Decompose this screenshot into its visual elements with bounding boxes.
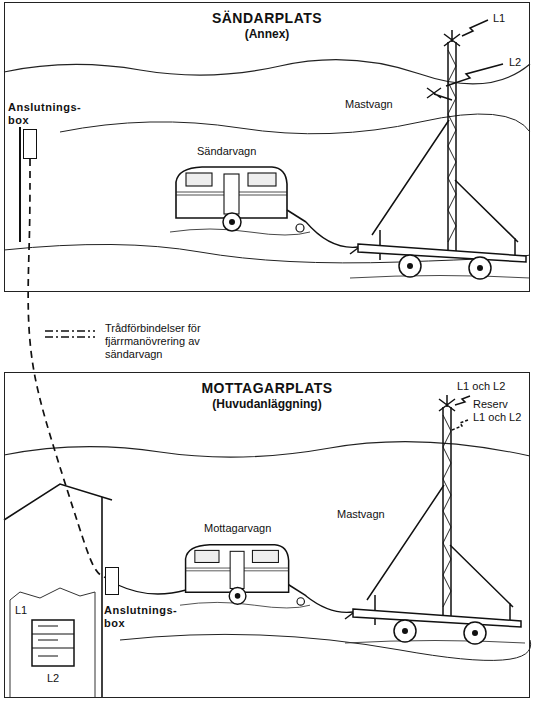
link-label: L2: [46, 672, 60, 685]
site-panel: MOTTAGARPLATS(Huvudanläggning) Anslutning…: [4, 372, 530, 698]
legend-line: [45, 330, 95, 331]
mast-trailer: [350, 30, 530, 279]
control-wire: [28, 159, 105, 578]
legend-sample: [45, 322, 95, 344]
wall-post: [19, 126, 21, 242]
building-roof: [4, 484, 112, 520]
box-label: Anslutnings- box: [8, 101, 81, 127]
box-label: Anslutnings- box: [104, 604, 177, 630]
legend-line: [45, 336, 95, 337]
cable: [118, 585, 186, 594]
vehicle-label: Sändarvagn: [196, 145, 257, 158]
vehicle-label: Mottagarvagn: [203, 522, 272, 535]
legend-text: Trådförbindelser för fjärrmanövrering av…: [105, 322, 201, 361]
cutaway-room: [10, 588, 95, 698]
equipment-rack: [32, 620, 74, 666]
cable: [306, 596, 353, 612]
vehicle-label: Mastvagn: [336, 508, 386, 521]
site-heading: MOTTAGARPLATS: [5, 380, 529, 397]
vehicle-label: Mastvagn: [344, 98, 394, 111]
antenna: [427, 88, 452, 100]
site-heading: (Annex): [5, 27, 529, 42]
link-label: L1 och L2: [456, 380, 506, 393]
building-wall: [101, 497, 103, 698]
radio-wave: [446, 64, 503, 86]
cable: [306, 222, 358, 247]
site-panel: SÄNDARPLATS(Annex) Anslutnings- box: [4, 2, 530, 292]
site-heading: SÄNDARPLATS: [5, 10, 529, 27]
legend-entry: Trådförbindelser för fjärrmanövrering av…: [45, 322, 201, 361]
hill-line: [4, 60, 530, 84]
junction-box: Anslutnings- box: [23, 129, 37, 159]
receiver-caravan: [180, 545, 310, 608]
link-label: L1: [14, 604, 28, 617]
hill-line: [60, 114, 530, 134]
radio-wave: [462, 20, 488, 36]
link-label: Reserv L1 och L2: [472, 398, 523, 424]
radio-wave: [452, 420, 468, 430]
link-label: L2: [508, 56, 522, 69]
rack-unit: [32, 626, 74, 656]
transmitter-caravan: [170, 167, 310, 235]
radio-wave: [455, 396, 470, 405]
junction-box: Anslutnings- box: [105, 567, 119, 595]
link-label: L1: [492, 12, 506, 25]
site-heading: (Huvudanläggning): [5, 397, 529, 412]
